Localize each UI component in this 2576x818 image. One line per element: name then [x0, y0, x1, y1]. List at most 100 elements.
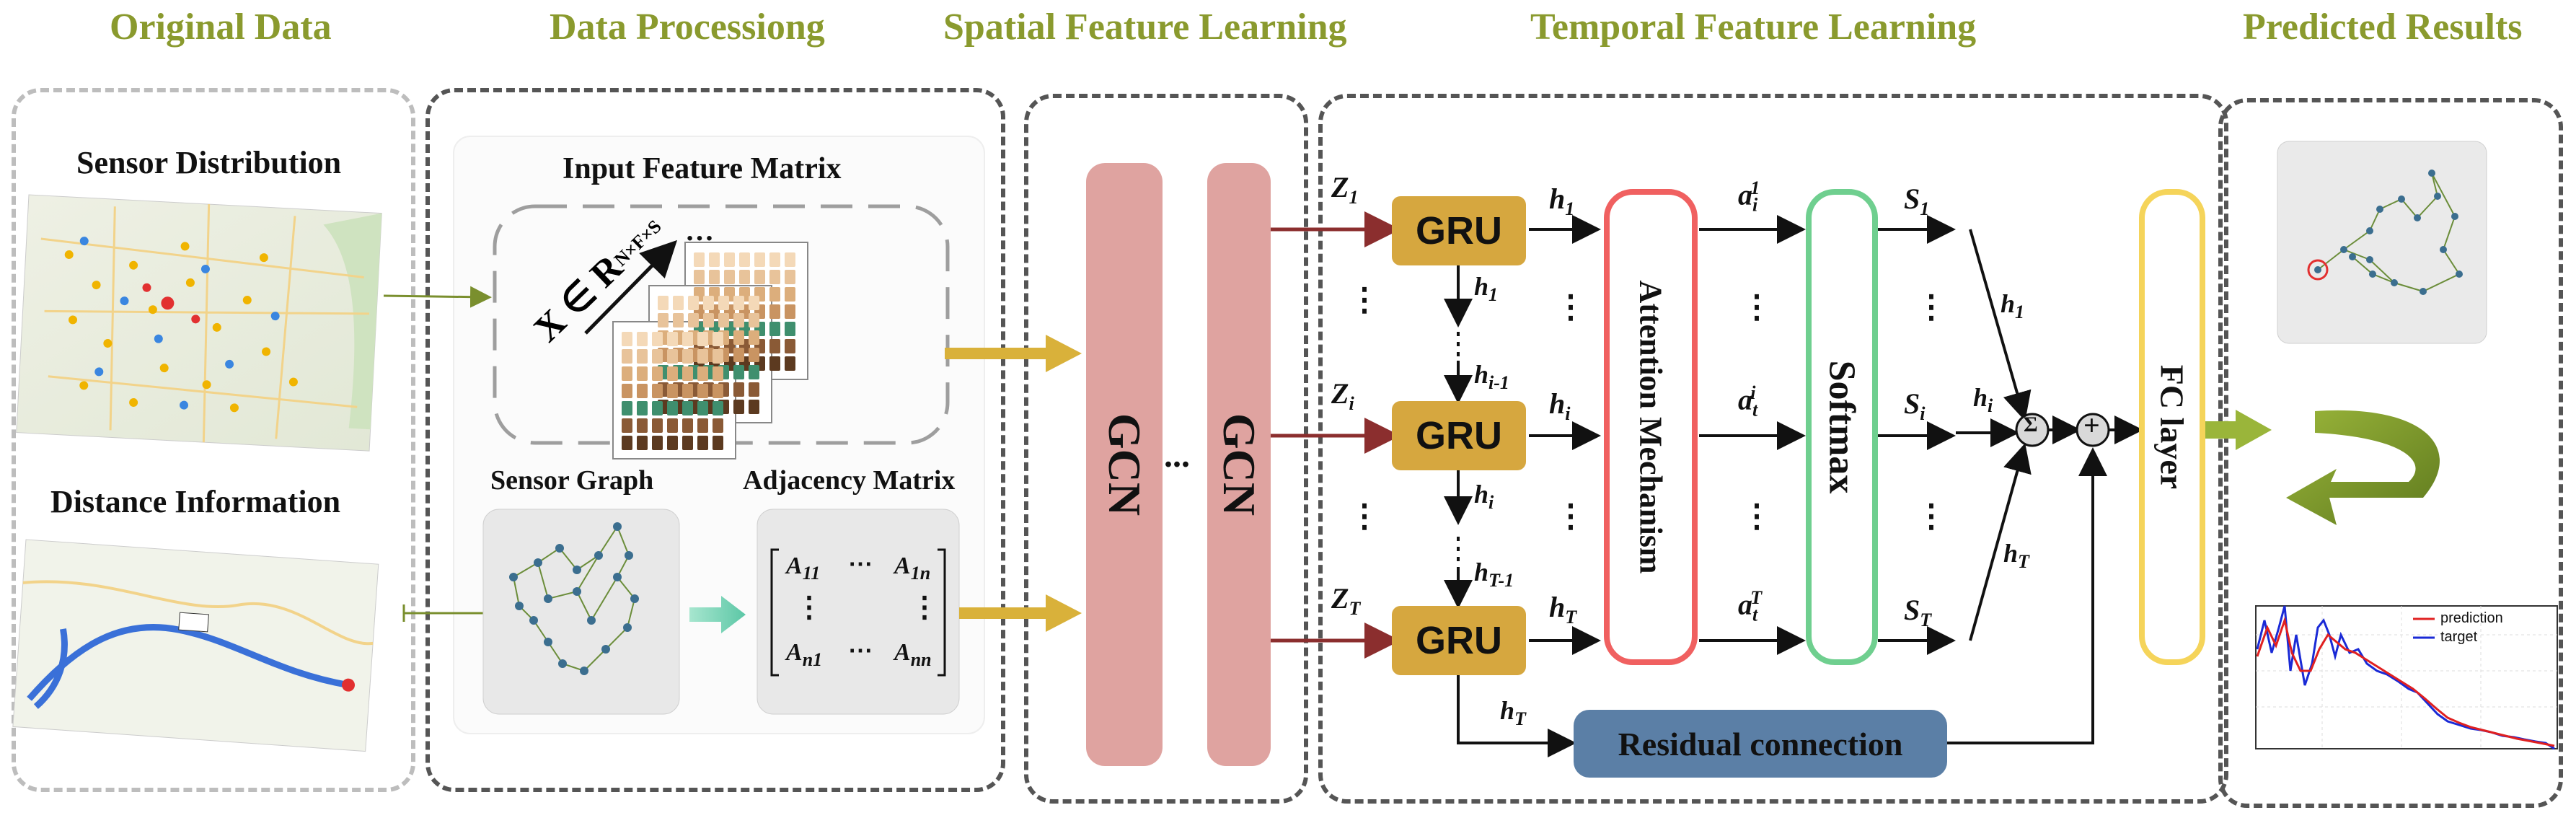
matrix-cell	[652, 401, 663, 415]
chain-h1: h1	[1474, 272, 1499, 306]
matrix-cell	[713, 436, 723, 450]
matrix-cell	[754, 270, 765, 284]
legend-target: target	[2440, 629, 2478, 645]
matrix-cell	[697, 436, 708, 450]
matrix-cell	[697, 401, 708, 415]
matrix-cell	[652, 332, 663, 346]
matrix-cell	[637, 401, 648, 415]
gru-block-i: GRU	[1392, 401, 1526, 470]
gcn-block-2: GCN	[1207, 163, 1271, 766]
score-ai: ati	[1738, 382, 1758, 421]
adjacency-matrix-label: Adjacency Matrix	[743, 465, 956, 496]
matrix-cell	[667, 366, 678, 381]
matrix-ann: Ann	[894, 639, 932, 670]
weight-vdots-bottom: ⋮	[1915, 498, 1947, 534]
fc-layer-block: FC layer	[2139, 189, 2205, 665]
matrix-cell	[754, 252, 765, 267]
matrix-cell	[769, 356, 780, 371]
matrix-cell	[694, 252, 705, 267]
gcn-block-1: GCN	[1086, 163, 1163, 766]
matrix-cell	[769, 270, 780, 284]
matrix-cell	[733, 365, 744, 379]
agg-h1: h1	[2001, 289, 2025, 323]
matrix-cell	[769, 252, 780, 267]
gru-block-1: GRU	[1392, 196, 1526, 265]
matrix-cell	[713, 401, 723, 415]
sensor-graph-label: Sensor Graph	[490, 465, 654, 496]
out-vdots-bottom: ⋮	[1555, 498, 1587, 534]
matrix-cell	[697, 384, 708, 398]
prediction-series	[2256, 616, 2555, 747]
sensor-distribution-label: Sensor Distribution	[76, 145, 342, 180]
matrix-cell	[637, 418, 648, 433]
matrix-cell	[713, 384, 723, 398]
matrix-cell	[622, 349, 632, 364]
matrix-cell	[739, 252, 750, 267]
prediction-chart	[2255, 605, 2558, 750]
attention-block: Attention Mechanism	[1604, 189, 1698, 665]
matrix-cell	[658, 313, 669, 327]
legend-prediction: prediction	[2440, 610, 2503, 626]
matrix-cdots-top: ⋯	[848, 551, 873, 578]
matrix-cell	[749, 365, 759, 379]
matrix-cell	[733, 330, 744, 345]
matrix-cell	[749, 313, 759, 327]
matrix-cell	[673, 296, 684, 310]
original-data-panel	[12, 88, 415, 792]
matrix-cell	[769, 339, 780, 353]
distance-information-label: Distance Information	[50, 484, 341, 519]
matrix-cell	[724, 270, 735, 284]
matrix-cell	[697, 366, 708, 381]
matrix-cell	[652, 349, 663, 364]
weight-si: Si	[1904, 387, 1926, 424]
matrix-cell	[733, 313, 744, 327]
stage-title-spatial: Spatial Feature Learning	[943, 6, 1347, 48]
matrix-cell	[697, 332, 708, 346]
z-vdots-top: ⋮	[1349, 282, 1380, 317]
matrix-cell	[637, 349, 648, 364]
weight-st: ST	[1904, 594, 1932, 630]
matrix-cell	[682, 401, 693, 415]
matrix-cell	[622, 436, 632, 450]
chain-hi: hi	[1474, 480, 1494, 514]
out-ht: hT	[1549, 591, 1577, 628]
matrix-cell	[667, 436, 678, 450]
score-vdots-bottom: ⋮	[1741, 498, 1773, 534]
out-h1: h1	[1549, 182, 1575, 219]
matrix-cell	[652, 436, 663, 450]
matrix-cell	[688, 313, 699, 327]
matrix-cell	[652, 384, 663, 398]
residual-block: Residual connection	[1574, 710, 1947, 778]
processing-panel	[425, 88, 1005, 792]
matrix-cell	[637, 384, 648, 398]
matrix-a11: A11	[786, 553, 821, 584]
matrix-cell	[682, 349, 693, 364]
matrix-cell	[785, 356, 795, 371]
matrix-cell	[667, 384, 678, 398]
matrix-cell	[724, 252, 735, 267]
matrix-cdots-bottom: ⋯	[848, 638, 873, 664]
stage-title-original: Original Data	[110, 6, 332, 48]
results-panel	[2218, 98, 2563, 808]
matrix-cell	[637, 332, 648, 346]
matrix-cell	[709, 252, 720, 267]
matrix-cell	[718, 296, 729, 310]
matrix-cell	[694, 270, 705, 284]
input-zt: ZT	[1331, 582, 1361, 619]
matrix-cell	[733, 382, 744, 397]
matrix-cell	[733, 348, 744, 362]
matrix-cell	[667, 401, 678, 415]
matrix-cell	[673, 313, 684, 327]
matrix-cell	[718, 313, 729, 327]
matrix-cell	[622, 366, 632, 381]
matrix-a1n: A1n	[894, 553, 931, 584]
matrix-ellipsis: …	[685, 214, 714, 247]
matrix-cell	[682, 418, 693, 433]
matrix-vdots-left: ⋮	[795, 591, 824, 623]
plus-symbol: +	[2083, 409, 2100, 441]
stage-title-temporal: Temporal Feature Learning	[1530, 6, 1977, 48]
score-at: atT	[1738, 587, 1763, 625]
matrix-cell	[785, 252, 795, 267]
matrix-cell	[769, 287, 780, 302]
matrix-cell	[749, 296, 759, 310]
